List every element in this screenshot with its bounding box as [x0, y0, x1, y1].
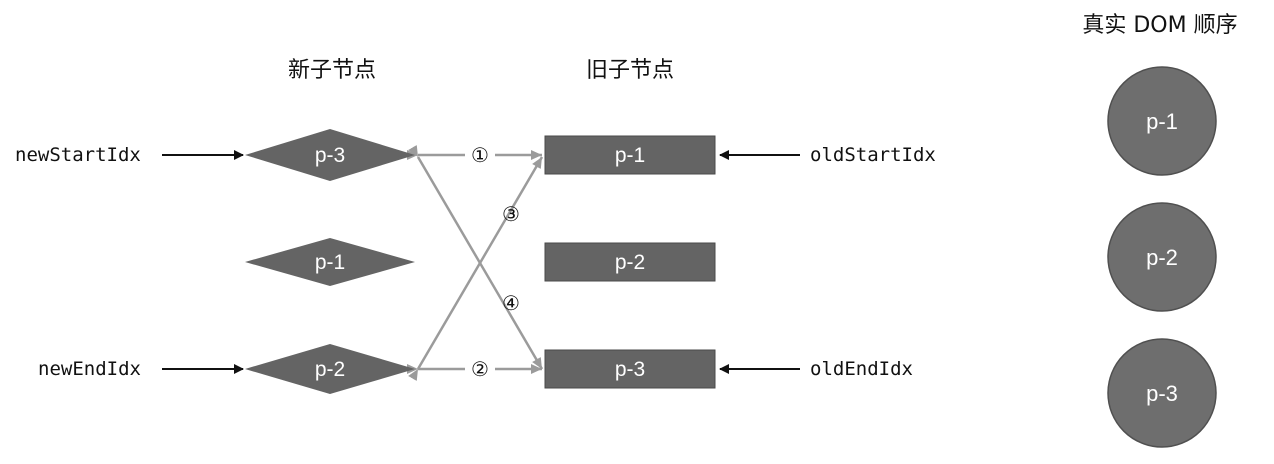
new-children-heading: 新子节点 — [288, 58, 376, 83]
real-dom-node-3 — [1107, 338, 1217, 448]
step-label-1: ① — [471, 143, 489, 167]
new-node-p1 — [245, 238, 415, 286]
new-node-p3 — [245, 129, 415, 181]
compare-edge-4 — [408, 144, 544, 370]
new-node-p2 — [245, 344, 415, 394]
old-node-p3 — [544, 349, 716, 389]
old-node-p2 — [544, 242, 716, 282]
pointer-old-end-idx: oldEndIdx — [810, 358, 913, 380]
real-dom-order-heading: 真实 DOM 顺序 — [1082, 13, 1237, 38]
old-node-label-1: p-1 — [615, 144, 645, 167]
step-label-4: ④ — [502, 291, 520, 315]
new-node-label-2: p-1 — [315, 251, 345, 274]
pointer-old-start-idx: oldStartIdx — [810, 144, 936, 166]
pointer-new-start-idx: newStartIdx — [15, 144, 141, 166]
new-node-label-3: p-2 — [315, 358, 345, 381]
step-label-3: ③ — [502, 202, 520, 226]
old-node-p1 — [544, 135, 716, 175]
old-children-heading: 旧子节点 — [586, 58, 674, 83]
new-node-label-1: p-3 — [315, 144, 345, 167]
pointer-new-end-idx: newEndIdx — [38, 358, 141, 380]
old-node-label-3: p-3 — [615, 358, 645, 381]
real-dom-label-1: p-1 — [1146, 109, 1178, 134]
real-dom-label-3: p-3 — [1146, 381, 1178, 406]
real-dom-node-1 — [1107, 66, 1217, 176]
old-node-label-2: p-2 — [615, 251, 645, 274]
real-dom-node-2 — [1107, 202, 1217, 312]
real-dom-label-2: p-2 — [1146, 245, 1178, 270]
step-label-2: ② — [471, 357, 489, 381]
